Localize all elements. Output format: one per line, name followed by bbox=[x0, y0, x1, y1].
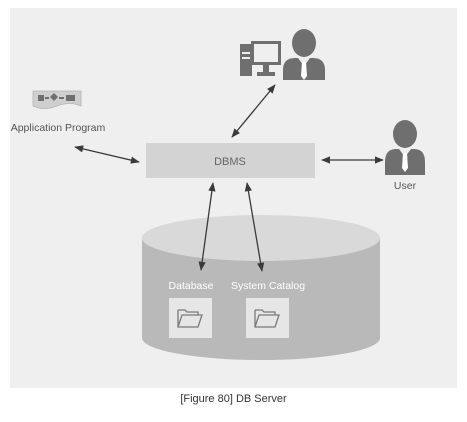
arrow-dbms-catalog bbox=[244, 182, 265, 272]
dbms-box bbox=[146, 143, 315, 178]
folder-icon bbox=[254, 309, 280, 328]
database-label: Database bbox=[169, 280, 214, 292]
catalog-folder-tile bbox=[246, 298, 289, 338]
flowchart-document-icon bbox=[32, 90, 82, 109]
figure-caption: [Figure 80] DB Server bbox=[180, 393, 287, 405]
user-person-icon bbox=[385, 120, 425, 175]
arrow-dbms-database bbox=[198, 182, 216, 271]
desktop-computer-icon bbox=[240, 41, 281, 76]
system-catalog-label: System Catalog bbox=[231, 280, 305, 292]
folder-icon bbox=[177, 309, 203, 328]
dbms-label: DBMS bbox=[214, 156, 246, 168]
arrow-app-dbms bbox=[74, 145, 140, 164]
user-label: User bbox=[394, 180, 417, 192]
database-folder-tile bbox=[169, 298, 212, 338]
person-icon bbox=[283, 29, 325, 80]
application-program-label: Application Program bbox=[11, 122, 106, 134]
arrow-dbms-computer bbox=[231, 84, 276, 138]
